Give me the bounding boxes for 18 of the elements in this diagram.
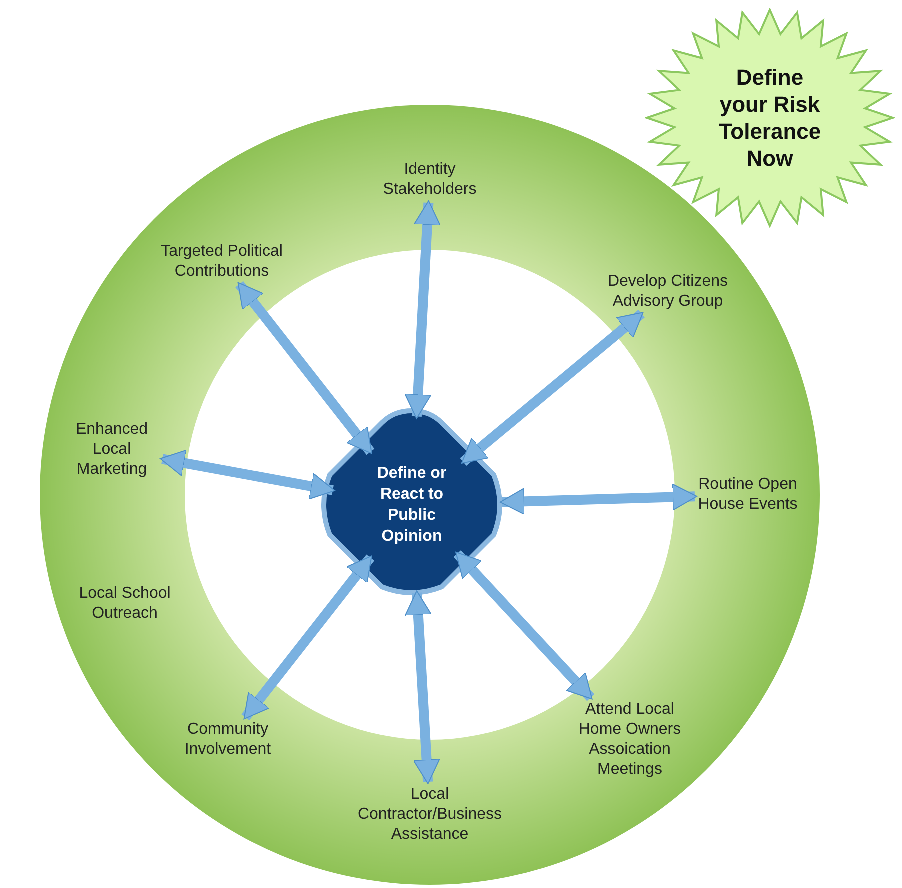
activity-label: Targeted Political Contributions: [160, 242, 284, 282]
activity-label: Enhanced Local Marketing: [64, 420, 160, 480]
double-arrow: [454, 550, 595, 702]
double-arrow: [242, 554, 375, 721]
activity-label: Attend Local Home Owners Assoication Meetings: [568, 700, 692, 780]
activity-label: Develop Citizens Advisory Group: [603, 272, 733, 312]
double-arrow: [460, 310, 645, 466]
double-arrow: [236, 281, 375, 456]
double-arrow: [404, 200, 441, 420]
activity-label: Local Contractor/Business Assistance: [345, 785, 515, 845]
activity-label: Identity Stakeholders: [370, 160, 490, 200]
starburst-badge: Define your Risk Tolerance Now: [645, 8, 895, 228]
double-arrow: [404, 590, 440, 784]
activity-label: Community Involvement: [173, 720, 283, 760]
activity-label: Routine Open House Events: [698, 475, 798, 515]
double-arrow: [160, 450, 336, 500]
double-arrow: [500, 484, 698, 516]
activity-label: Local School Outreach: [70, 584, 180, 624]
